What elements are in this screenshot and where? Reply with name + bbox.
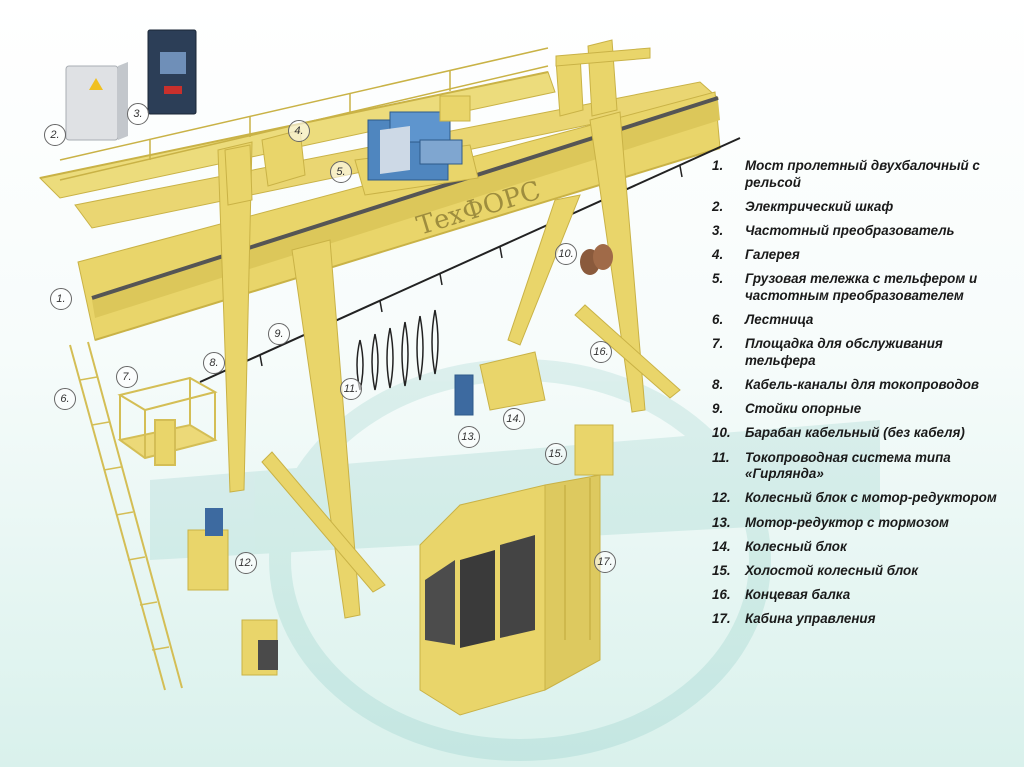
legend-item: 11.Токопроводная система типа «Гирлянда» [712,450,1012,483]
legend-item: 13.Мотор-редуктор с тормозом [712,515,1012,532]
legend-item: 8.Кабель-каналы для токопроводов [712,377,1012,394]
legend-item: 6.Лестница [712,312,1012,329]
legend-item: 5.Грузовая тележка с тельфером и частотн… [712,271,1012,304]
callout-9: 9. [268,323,290,345]
legend-item: 3.Частотный преобразователь [712,223,1012,240]
legend-num: 14. [712,539,745,556]
legend-num: 6. [712,312,745,329]
callout-14: 14. [503,408,525,430]
callout-11: 11. [340,378,362,400]
callout-2: 2. [44,124,66,146]
legend-num: 10. [712,425,745,442]
legend-item: 12.Колесный блок с мотор-редуктором [712,490,1012,507]
callout-7: 7. [116,366,138,388]
legend-num: 17. [712,611,745,628]
callout-5: 5. [330,161,352,183]
legend-num: 11. [712,450,745,483]
legend-text: Грузовая тележка с тельфером и частотным… [745,271,1012,304]
legend-item: 9.Стойки опорные [712,401,1012,418]
legend-num: 7. [712,336,745,369]
legend-item: 14.Колесный блок [712,539,1012,556]
legend-text: Галерея [745,247,1012,264]
callout-6: 6. [54,388,76,410]
legend-text: Лестница [745,312,1012,329]
legend-text: Мост пролетный двухбалочный с рельсой [745,158,1012,191]
legend-text: Мотор-редуктор с тормозом [745,515,1012,532]
legend-item: 7.Площадка для обслуживания тельфера [712,336,1012,369]
legend-num: 2. [712,199,745,216]
cable-drum [580,244,613,275]
electric-cabinet [66,62,128,140]
callout-17: 17. [594,551,616,573]
legend-num: 9. [712,401,745,418]
service-platform [120,378,215,465]
legend-text: Концевая балка [745,587,1012,604]
callout-15: 15. [545,443,567,465]
motor-reducer [455,375,473,415]
legend-text: Токопроводная система типа «Гирлянда» [745,450,1012,483]
legend-item: 15.Холостой колесный блок [712,563,1012,580]
callout-10: 10. [555,243,577,265]
legend-num: 5. [712,271,745,304]
legend-text: Колесный блок с мотор-редуктором [745,490,1012,507]
callout-16: 16. [590,341,612,363]
legend-item: 16.Концевая балка [712,587,1012,604]
legend-num: 13. [712,515,745,532]
legend-num: 3. [712,223,745,240]
legend-text: Кабина управления [745,611,1012,628]
callout-3: 3. [127,103,149,125]
legend-text: Холостой колесный блок [745,563,1012,580]
legend-item: 17.Кабина управления [712,611,1012,628]
legend-num: 12. [712,490,745,507]
legend-item: 1.Мост пролетный двухбалочный с рельсой [712,158,1012,191]
idle-wheel-block [575,425,613,475]
legend-text: Электрический шкаф [745,199,1012,216]
callout-1: 1. [50,288,72,310]
legend-item: 10.Барабан кабельный (без кабеля) [712,425,1012,442]
frequency-converter [148,30,196,114]
legend-item: 2.Электрический шкаф [712,199,1012,216]
legend-num: 4. [712,247,745,264]
legend-num: 15. [712,563,745,580]
callout-8: 8. [203,352,225,374]
legend-num: 1. [712,158,745,191]
callout-4: 4. [288,120,310,142]
legend-num: 16. [712,587,745,604]
legend: 1.Мост пролетный двухбалочный с рельсой … [712,158,1012,636]
legend-text: Колесный блок [745,539,1012,556]
callout-13: 13. [458,426,480,448]
legend-text: Кабель-каналы для токопроводов [745,377,1012,394]
callout-12: 12. [235,552,257,574]
legend-text: Площадка для обслуживания тельфера [745,336,1012,369]
legend-text: Стойки опорные [745,401,1012,418]
legend-num: 8. [712,377,745,394]
legend-text: Частотный преобразователь [745,223,1012,240]
legend-text: Барабан кабельный (без кабеля) [745,425,1012,442]
legend-item: 4.Галерея [712,247,1012,264]
